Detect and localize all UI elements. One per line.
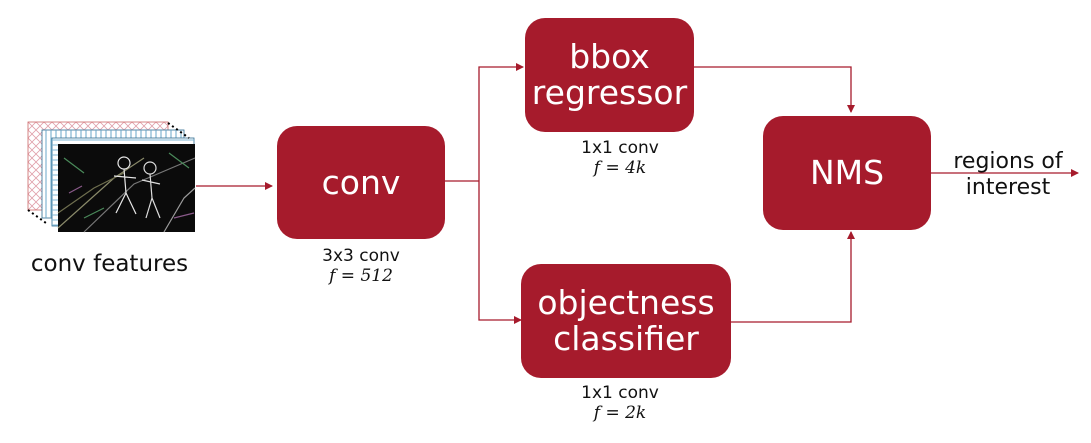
objectness-caption-text: 1x1 conv xyxy=(581,383,659,403)
feature-maps-stack-icon xyxy=(27,121,196,233)
bbox-caption: 1x1 conv f = 4k xyxy=(555,138,685,178)
bbox-regressor-node: bbox regressor xyxy=(525,18,694,132)
output-label-line2: interest xyxy=(965,175,1051,200)
bbox-regressor-line2: regressor xyxy=(531,73,688,112)
conv-caption-text: 3x3 conv xyxy=(322,246,400,266)
objectness-formula: f = 2k xyxy=(593,403,647,423)
bbox-regressor-line1: bbox xyxy=(569,37,650,76)
nms-node-label: NMS xyxy=(809,153,885,192)
output-label: regions of interest xyxy=(938,149,1078,201)
objectness-caption: 1x1 conv f = 2k xyxy=(555,383,685,423)
arrow-split-to-bbox xyxy=(478,63,524,181)
nms-node: NMS xyxy=(763,116,931,230)
objectness-classifier-node: objectness classifier xyxy=(521,264,731,378)
bbox-formula: f = 4k xyxy=(593,158,647,178)
output-label-line1: regions of xyxy=(953,149,1063,174)
arrow-split-to-objectness xyxy=(478,181,522,324)
bbox-caption-text: 1x1 conv xyxy=(581,138,659,158)
arrow-bbox-to-nms xyxy=(694,66,855,113)
conv-node-label: conv xyxy=(321,162,401,202)
arrow-objectness-to-nms xyxy=(731,231,855,323)
objectness-classifier-line1: objectness xyxy=(537,283,715,322)
conv-caption: 3x3 conv f = 512 xyxy=(300,246,422,286)
conv-node: conv xyxy=(277,126,445,239)
objectness-classifier-line2: classifier xyxy=(553,319,699,358)
conv-formula: f = 512 xyxy=(329,266,393,286)
input-label: conv features xyxy=(30,251,189,277)
